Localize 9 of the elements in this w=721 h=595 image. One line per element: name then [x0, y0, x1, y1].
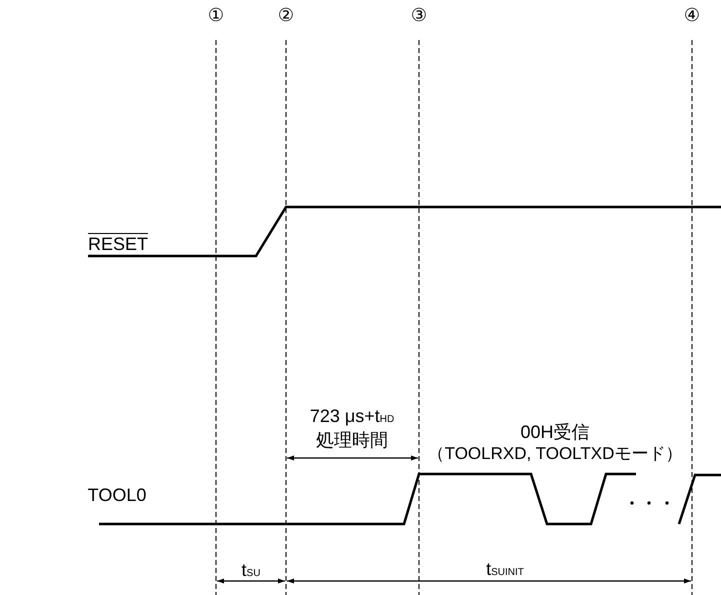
timing-label: 処理時間	[316, 430, 388, 450]
timing-label: （TOOLRXD, TOOLTXDモード）	[428, 444, 682, 464]
timing-marker: ③	[410, 6, 428, 26]
timing-marker: ④	[684, 6, 700, 26]
timing-marker: ①	[208, 6, 224, 26]
timing-label: 00H受信	[520, 422, 590, 442]
signal-name: TOOL0	[88, 485, 146, 505]
signal-name: RESET	[88, 234, 148, 254]
timing-marker: ②	[278, 6, 294, 26]
